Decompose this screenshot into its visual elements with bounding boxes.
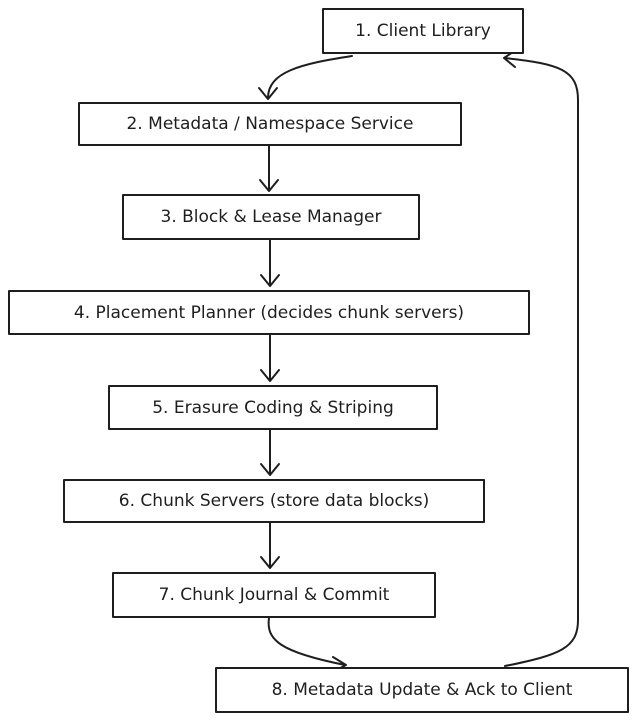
edge-n1-n2-arrowhead xyxy=(258,87,278,100)
node-client-library: 1. Client Library xyxy=(322,8,524,54)
node-label: 5. Erasure Coding & Striping xyxy=(152,397,394,418)
node-label: 3. Block & Lease Manager xyxy=(160,207,382,227)
node-label: 8. Metadata Update & Ack to Client xyxy=(271,680,573,700)
node-label: 6. Chunk Servers (store data blocks) xyxy=(118,491,430,511)
node-placement-planner: 4. Placement Planner (decides chunk serv… xyxy=(8,290,530,335)
node-metadata-namespace-service: 2. Metadata / Namespace Service xyxy=(78,102,462,146)
node-chunk-servers: 6. Chunk Servers (store data blocks) xyxy=(63,479,485,523)
node-block-lease-manager: 3. Block & Lease Manager xyxy=(122,194,420,240)
edge-n1-n2 xyxy=(267,55,353,99)
edge-n6-n7-arrowhead xyxy=(260,556,280,569)
node-label: 2. Metadata / Namespace Service xyxy=(126,114,414,134)
node-erasure-coding-striping: 5. Erasure Coding & Striping xyxy=(108,385,438,430)
node-metadata-update-ack: 8. Metadata Update & Ack to Client xyxy=(215,667,629,713)
edge-n5-n6-arrowhead xyxy=(260,463,280,476)
node-label: 4. Placement Planner (decides chunk serv… xyxy=(73,302,465,323)
node-label: 7. Chunk Journal & Commit xyxy=(158,585,390,605)
edge-n3-n4-arrowhead xyxy=(260,274,280,287)
edge-n8-n1 xyxy=(504,57,579,667)
node-chunk-journal-commit: 7. Chunk Journal & Commit xyxy=(112,572,436,618)
edge-n7-n8 xyxy=(267,617,346,666)
node-label: 1. Client Library xyxy=(355,21,491,41)
edge-n2-n3-arrowhead xyxy=(259,179,279,192)
edge-n4-n5-arrowhead xyxy=(260,369,280,382)
